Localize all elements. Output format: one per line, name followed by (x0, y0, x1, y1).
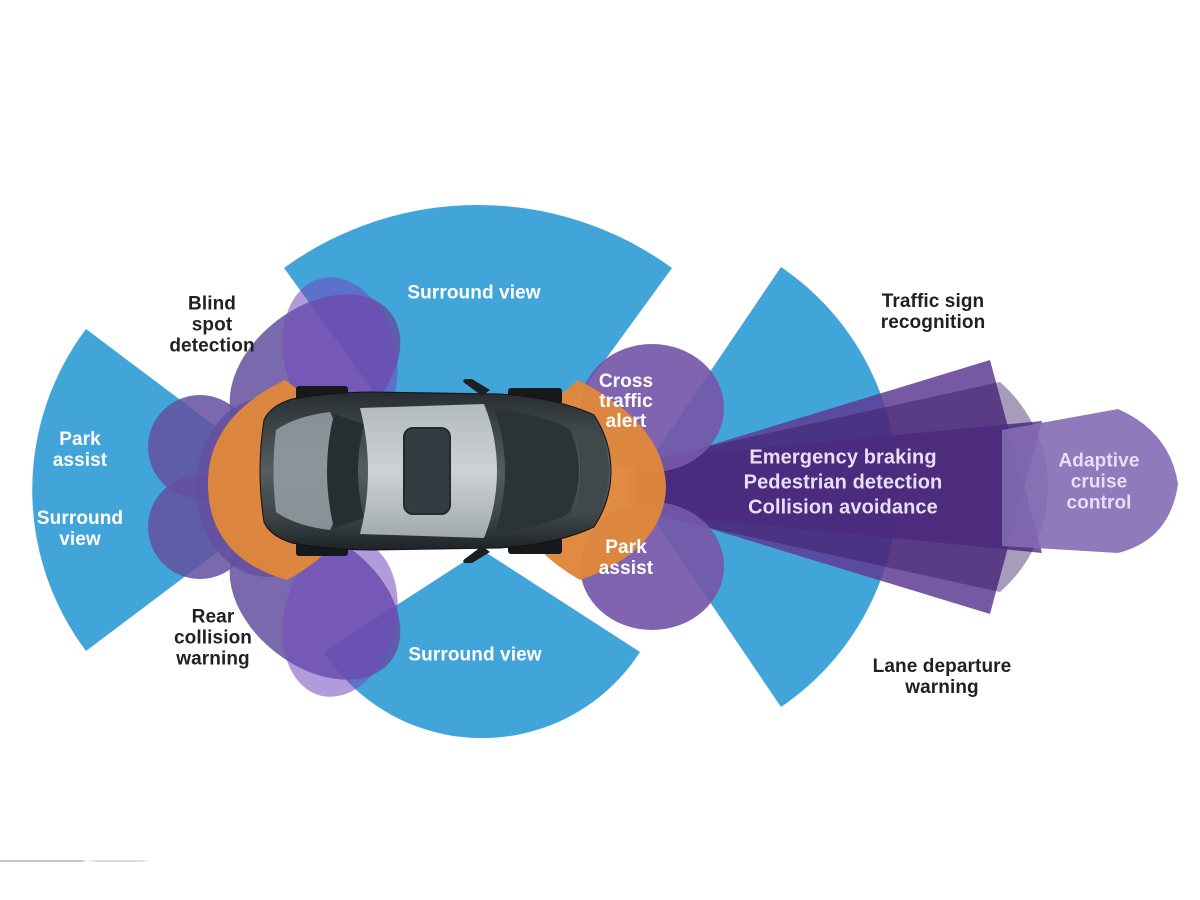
label-park-assist-left: Park assist (52, 429, 108, 471)
corner-artifact-line (0, 860, 150, 862)
car-mirror-top (463, 379, 490, 396)
label-rear-collision-warning: Rear collision warning (174, 606, 252, 670)
car-hood (572, 424, 609, 518)
label-adaptive-cruise-control: Adaptive cruise control (1058, 450, 1140, 514)
label-lane-departure-warning: Lane departure warning (872, 656, 1012, 698)
zone-surround-view-bottom-fan (324, 550, 640, 739)
label-emergency-braking: Emergency braking Pedestrian detection C… (743, 446, 943, 519)
car-sunroof (403, 427, 451, 515)
car-rear-window (327, 414, 364, 528)
label-surround-view-top: Surround view (407, 282, 541, 304)
label-cross-traffic-alert: Cross traffic alert (598, 371, 654, 432)
zone-rear-collision-beam-lower (282, 539, 398, 697)
label-surround-view-bottom: Surround view (408, 644, 542, 666)
label-surround-view-left: Surround view (36, 508, 124, 550)
zone-emergency-braking-wedge (628, 382, 1048, 592)
label-park-assist-front: Park assist (598, 537, 654, 579)
zone-lane-departure-wedge (636, 421, 1042, 614)
car-windshield (494, 408, 579, 534)
car-top-view (259, 379, 612, 563)
label-blind-spot-detection: Blind spot detection (169, 293, 255, 357)
label-traffic-sign-recognition: Traffic sign recognition (880, 291, 986, 333)
car-mirror-bottom (463, 546, 490, 563)
zone-surround-view-top-fan (284, 204, 672, 535)
car-trunk-deck (273, 412, 344, 530)
zone-adaptive-cruise-beam (1002, 409, 1178, 553)
